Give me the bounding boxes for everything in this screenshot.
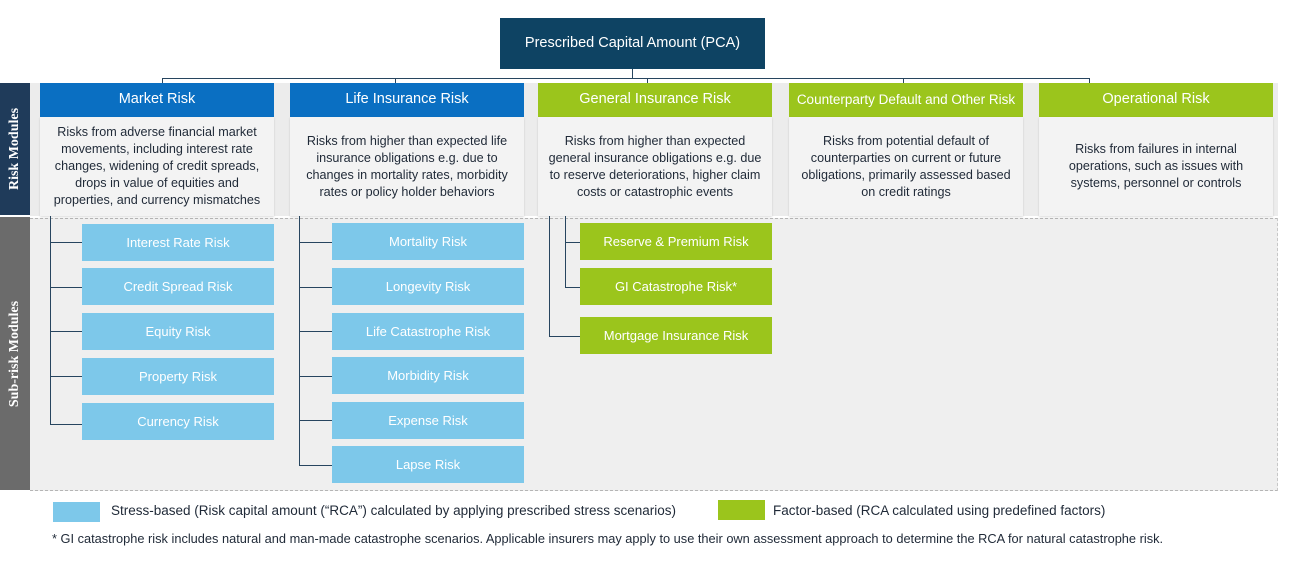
- sub-risk-label: Lapse Risk: [395, 457, 461, 472]
- life-branch: [299, 465, 332, 466]
- life-branch: [299, 331, 332, 332]
- sub-risk-modules-band: [30, 218, 1278, 491]
- module-counterparty-title: Counterparty Default and Other Risk: [796, 91, 1016, 107]
- sub-risk-mortgage-insurance: Mortgage Insurance Risk: [580, 317, 772, 354]
- sub-risk-label: Longevity Risk: [385, 279, 471, 294]
- life-branch: [299, 376, 332, 377]
- pca-bus-line: [162, 78, 1090, 79]
- sub-risk-property: Property Risk: [82, 358, 274, 395]
- sub-risk-reserve-premium: Reserve & Premium Risk: [580, 223, 772, 260]
- module-market-title: Market Risk: [118, 91, 196, 108]
- module-life-insurance-risk: Life Insurance Risk: [290, 83, 524, 117]
- pca-title: Prescribed Capital Amount (PCA): [524, 35, 741, 52]
- sub-risk-label: Expense Risk: [388, 413, 468, 428]
- sub-risk-label: Mortgage Insurance Risk: [603, 328, 749, 343]
- sub-risk-modules-side-label: Sub-risk Modules: [0, 217, 30, 490]
- legend-stress-swatch: [53, 502, 100, 522]
- legend-factor-label: Factor-based (RCA calculated using prede…: [773, 503, 1106, 518]
- sub-risk-lapse: Lapse Risk: [332, 446, 524, 483]
- risk-modules-side-label: Risk Modules: [0, 83, 30, 215]
- market-branch: [50, 376, 82, 377]
- sub-risk-longevity: Longevity Risk: [332, 268, 524, 305]
- sub-risk-label: Currency Risk: [137, 414, 219, 429]
- sub-risk-label: Morbidity Risk: [387, 368, 469, 383]
- general-branch: [565, 242, 580, 243]
- module-counterparty-description-text: Risks from potential default of counterp…: [801, 133, 1011, 199]
- sub-risk-equity: Equity Risk: [82, 313, 274, 350]
- sub-risk-currency: Currency Risk: [82, 403, 274, 440]
- module-operational-title: Operational Risk: [1102, 91, 1210, 108]
- module-operational-description: Risks from failures in internal operatio…: [1039, 117, 1273, 216]
- module-counterparty-description: Risks from potential default of counterp…: [789, 117, 1023, 216]
- module-market-description-text: Risks from adverse financial market move…: [53, 125, 261, 207]
- pca-connector: [632, 69, 633, 78]
- market-branch: [50, 242, 82, 243]
- pca-box: Prescribed Capital Amount (PCA): [500, 18, 765, 69]
- general-tree-trunk: [549, 216, 550, 337]
- sub-risk-credit-spread: Credit Spread Risk: [82, 268, 274, 305]
- sub-risk-label: Mortality Risk: [388, 234, 467, 249]
- module-general-title: General Insurance Risk: [579, 91, 731, 108]
- sub-risk-life-catastrophe: Life Catastrophe Risk: [332, 313, 524, 350]
- sub-risk-label: Interest Rate Risk: [126, 235, 230, 250]
- life-branch: [299, 420, 332, 421]
- footnote: * GI catastrophe risk includes natural a…: [52, 531, 1164, 546]
- module-operational-description-text: Risks from failures in internal operatio…: [1068, 142, 1244, 190]
- sub-risk-expense: Expense Risk: [332, 402, 524, 439]
- module-counterparty-default-risk: Counterparty Default and Other Risk: [789, 83, 1023, 117]
- life-tree-trunk: [299, 216, 300, 466]
- legend-stress-label: Stress-based (Risk capital amount (“RCA”…: [111, 503, 676, 518]
- legend-factor-swatch: [718, 500, 765, 520]
- sub-risk-label: Reserve & Premium Risk: [603, 234, 749, 249]
- market-branch: [50, 287, 82, 288]
- general-branch: [549, 336, 580, 337]
- connector-market: [162, 78, 163, 84]
- module-life-description-text: Risks from higher than expected life ins…: [306, 133, 508, 199]
- module-general-insurance-risk: General Insurance Risk: [538, 83, 772, 117]
- connector-operational: [1089, 78, 1090, 84]
- market-branch: [50, 424, 82, 425]
- general-branch: [565, 287, 580, 288]
- module-general-description: Risks from higher than expected general …: [538, 117, 772, 216]
- sub-risk-gi-catastrophe: GI Catastrophe Risk*: [580, 268, 772, 305]
- sub-risk-label: Life Catastrophe Risk: [365, 324, 491, 339]
- sub-risk-morbidity: Morbidity Risk: [332, 357, 524, 394]
- sub-risk-label: GI Catastrophe Risk*: [614, 279, 738, 294]
- sub-risk-label: Equity Risk: [145, 324, 211, 339]
- sub-risk-mortality: Mortality Risk: [332, 223, 524, 260]
- market-branch: [50, 331, 82, 332]
- life-branch: [299, 242, 332, 243]
- general-inner-trunk: [565, 216, 566, 288]
- module-market-risk: Market Risk: [40, 83, 274, 117]
- module-market-description: Risks from adverse financial market move…: [40, 117, 274, 216]
- sub-risk-modules-label: Sub-risk Modules: [7, 300, 22, 407]
- sub-risk-label: Property Risk: [138, 369, 218, 384]
- sub-risk-label: Credit Spread Risk: [123, 279, 233, 294]
- module-life-description: Risks from higher than expected life ins…: [290, 117, 524, 216]
- life-branch: [299, 287, 332, 288]
- module-life-title: Life Insurance Risk: [345, 91, 469, 108]
- module-operational-risk: Operational Risk: [1039, 83, 1273, 117]
- connector-counterparty: [903, 78, 904, 84]
- module-general-description-text: Risks from higher than expected general …: [548, 133, 762, 199]
- connector-life: [395, 78, 396, 84]
- risk-modules-label: Risk Modules: [7, 107, 22, 191]
- connector-general: [647, 78, 648, 84]
- market-tree-trunk: [50, 216, 51, 425]
- sub-risk-interest-rate: Interest Rate Risk: [82, 224, 274, 261]
